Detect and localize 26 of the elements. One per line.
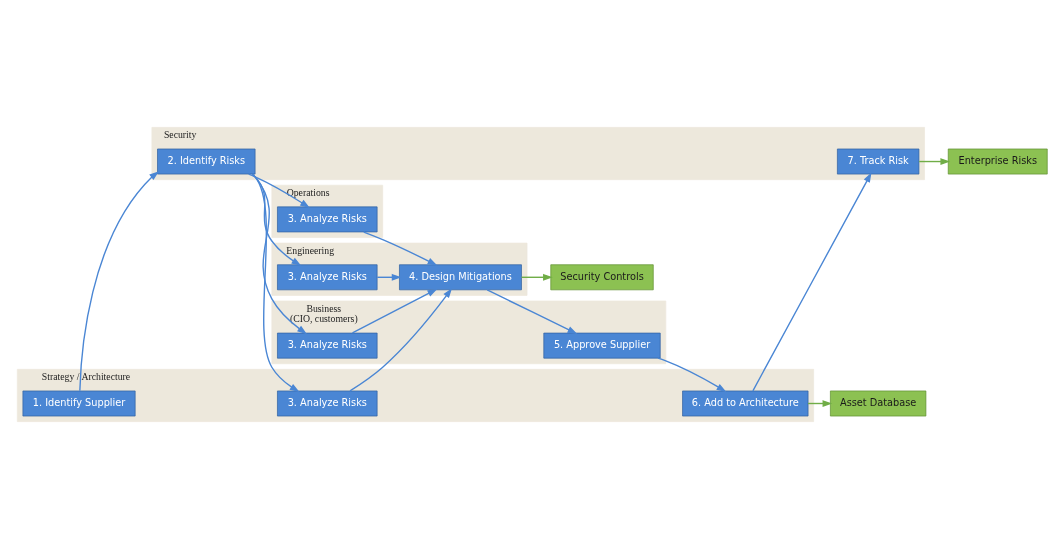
node-box: 3. Analyze Risks	[277, 332, 378, 359]
arrow	[79, 170, 159, 392]
arrow	[486, 288, 578, 334]
arrow	[351, 288, 438, 334]
node-box: 7. Track Risk	[837, 148, 920, 174]
arrow	[251, 173, 300, 392]
arrow	[363, 230, 438, 266]
node-box: 4. Design Mitigations	[399, 263, 522, 290]
node-box: 3. Analyze Risks	[277, 390, 378, 416]
arrow	[918, 157, 951, 165]
node-box: 6. Add to Architecture	[682, 390, 809, 416]
node-box: Enterprise Risks	[947, 148, 1048, 174]
arrow	[251, 173, 302, 266]
node-box: 2. Identify Risks	[157, 148, 256, 174]
arrow	[657, 357, 727, 392]
arrow	[251, 173, 307, 334]
node-box: 1. Identify Supplier	[22, 390, 136, 416]
arrow	[349, 287, 452, 392]
arrow	[752, 172, 872, 392]
arrow	[248, 172, 310, 208]
node-box: Asset Database	[830, 390, 927, 416]
arrow	[520, 273, 553, 281]
node-box: 5. Approve Supplier	[543, 332, 661, 359]
node-box: 3. Analyze Risks	[277, 263, 378, 290]
node-box: Security Controls	[550, 263, 654, 290]
node-box: 3. Analyze Risks	[277, 206, 378, 232]
